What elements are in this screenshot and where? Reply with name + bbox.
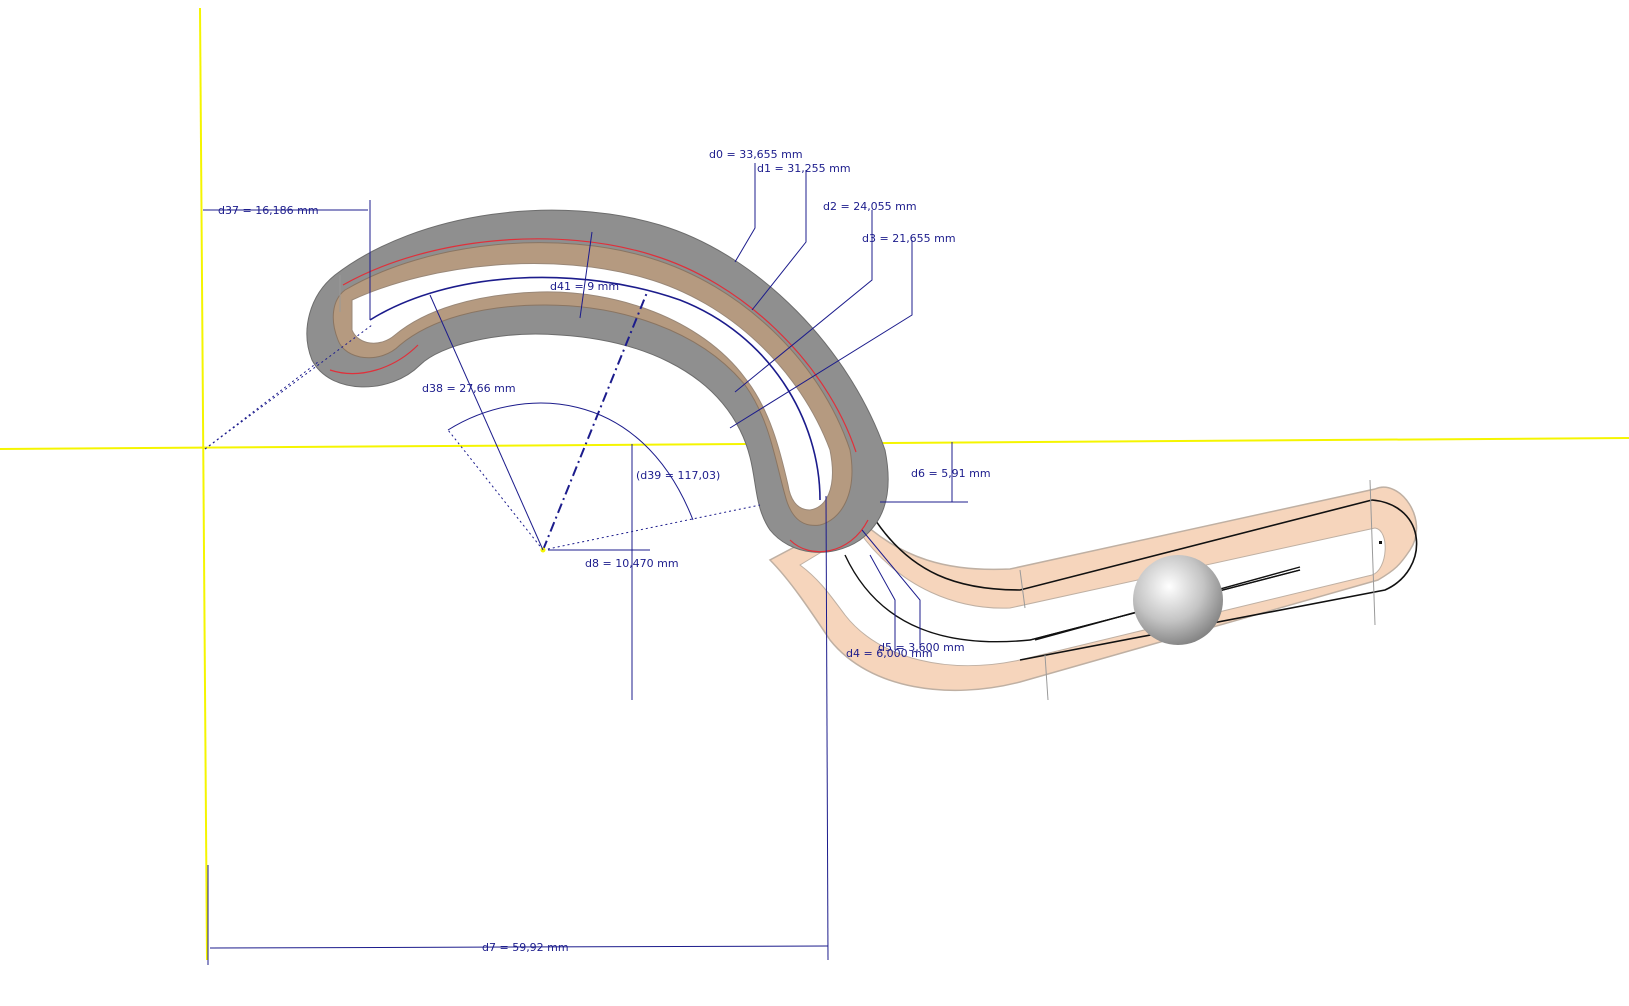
d41-label[interactable]: d41 = 9 mm — [550, 280, 619, 293]
vertical-axis — [199, 7, 208, 961]
construction-line — [204, 324, 373, 450]
construction-line — [204, 361, 319, 450]
d7-extension-right — [825, 495, 829, 961]
d1-label[interactable]: d1 = 31,255 mm — [757, 162, 851, 175]
d7-label[interactable]: d7 = 59,92 mm — [482, 941, 569, 954]
track-dark-segment — [306, 209, 889, 553]
track-light-segment — [768, 479, 1418, 701]
d6-label[interactable]: d6 = 5,91 mm — [911, 467, 991, 480]
d5-leader — [861, 529, 921, 645]
construction-line — [447, 429, 544, 551]
d41-dim-line — [579, 231, 593, 319]
d8-label[interactable]: d8 = 10,470 mm — [585, 557, 679, 570]
d4-leader — [869, 554, 896, 650]
d7-dim-line — [209, 945, 829, 949]
d39-angle-arc — [447, 402, 694, 521]
d1-leader — [751, 170, 807, 311]
d39-label[interactable]: (d39 = 117,03) — [636, 469, 720, 482]
d38-label[interactable]: d38 = 27,66 mm — [422, 382, 516, 395]
construction-line — [542, 504, 761, 551]
ball-sphere[interactable] — [1133, 555, 1223, 645]
d0-leader — [734, 163, 756, 263]
d4-label[interactable]: d4 = 6,000 mm — [846, 647, 933, 660]
d2-label[interactable]: d2 = 24,055 mm — [823, 200, 917, 213]
d0-label[interactable]: d0 = 33,655 mm — [709, 148, 803, 161]
d5-label[interactable]: d5 = 3,600 mm — [878, 641, 965, 654]
d37-label[interactable]: d37 = 16,186 mm — [218, 204, 319, 217]
d3-leader — [729, 240, 913, 429]
d3-label[interactable]: d3 = 21,655 mm — [862, 232, 956, 245]
center-dashdot-line — [542, 289, 649, 551]
d2-leader — [734, 210, 873, 393]
d38-radius-line — [429, 294, 544, 551]
